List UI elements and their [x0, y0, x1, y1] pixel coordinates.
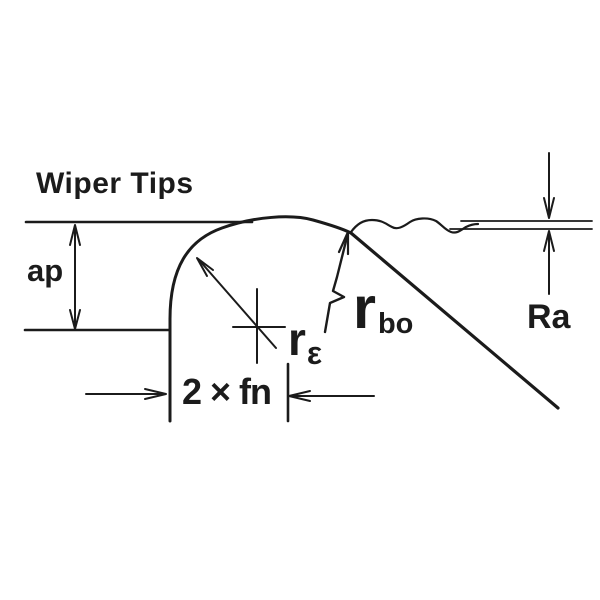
r-epsilon-leader-arrow	[196, 257, 277, 349]
corner-radius-subscript: ε	[306, 335, 323, 371]
figure-title: Wiper Tips	[36, 167, 194, 200]
cutting-edge-line	[349, 231, 560, 410]
wiper-radius-symbol: r	[353, 275, 376, 341]
corner-radius-symbol: r	[288, 313, 306, 365]
depth-of-cut-label: ap	[27, 253, 64, 288]
tool-nose-profile	[168, 215, 353, 423]
corner-radius-label: rε	[288, 313, 322, 369]
ap-dimension-arrow	[69, 224, 81, 330]
wiper-radius-subscript: bo	[377, 308, 414, 340]
wiper-radius-label: rbo	[353, 279, 414, 340]
ra-top-arrow	[543, 152, 555, 219]
fn-right-arrow	[288, 390, 375, 402]
ra-bottom-arrow	[543, 230, 555, 295]
roughness-label: Ra	[527, 298, 571, 336]
feed-dimension-label: 2 × fn	[182, 371, 272, 412]
arc-center-cross	[232, 288, 286, 364]
surface-wave-line	[349, 217, 480, 234]
fn-left-arrow	[85, 388, 167, 400]
r-bo-leader-arrow	[323, 230, 350, 334]
